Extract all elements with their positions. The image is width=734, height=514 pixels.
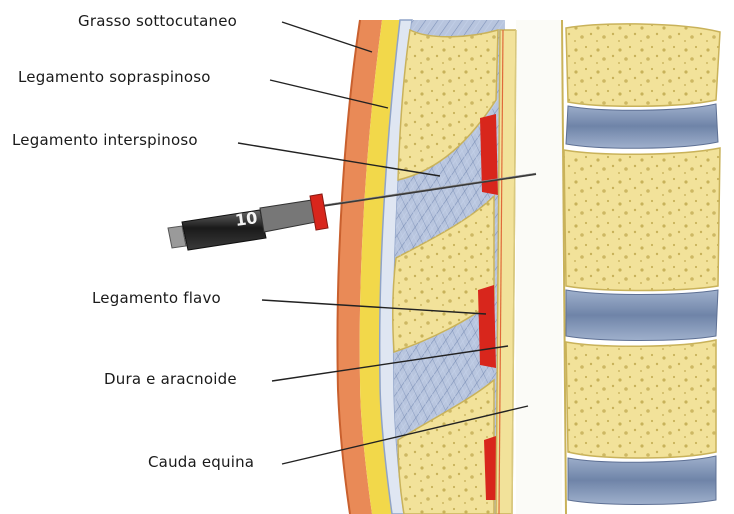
label-legamento-interspinoso: Legamento interspinoso <box>12 131 198 149</box>
syringe: 10 <box>168 194 328 250</box>
label-legamento-flavo: Legamento flavo <box>92 289 221 307</box>
label-grasso-sottocutaneo: Grasso sottocutaneo <box>78 12 237 30</box>
ligamentum-flavum-2 <box>478 285 496 368</box>
label-cauda-equina: Cauda equina <box>148 453 254 471</box>
syringe-marking: 10 <box>234 208 259 230</box>
label-legamento-sopraspinoso: Legamento sopraspinoso <box>18 68 211 86</box>
intervertebral-disc-1 <box>566 104 718 148</box>
ligamentum-flavum-3 <box>484 436 497 500</box>
intervertebral-disc-3 <box>568 456 716 505</box>
label-dura-aracnoide: Dura e aracnoide <box>104 370 237 388</box>
intervertebral-disc-2 <box>566 290 718 341</box>
